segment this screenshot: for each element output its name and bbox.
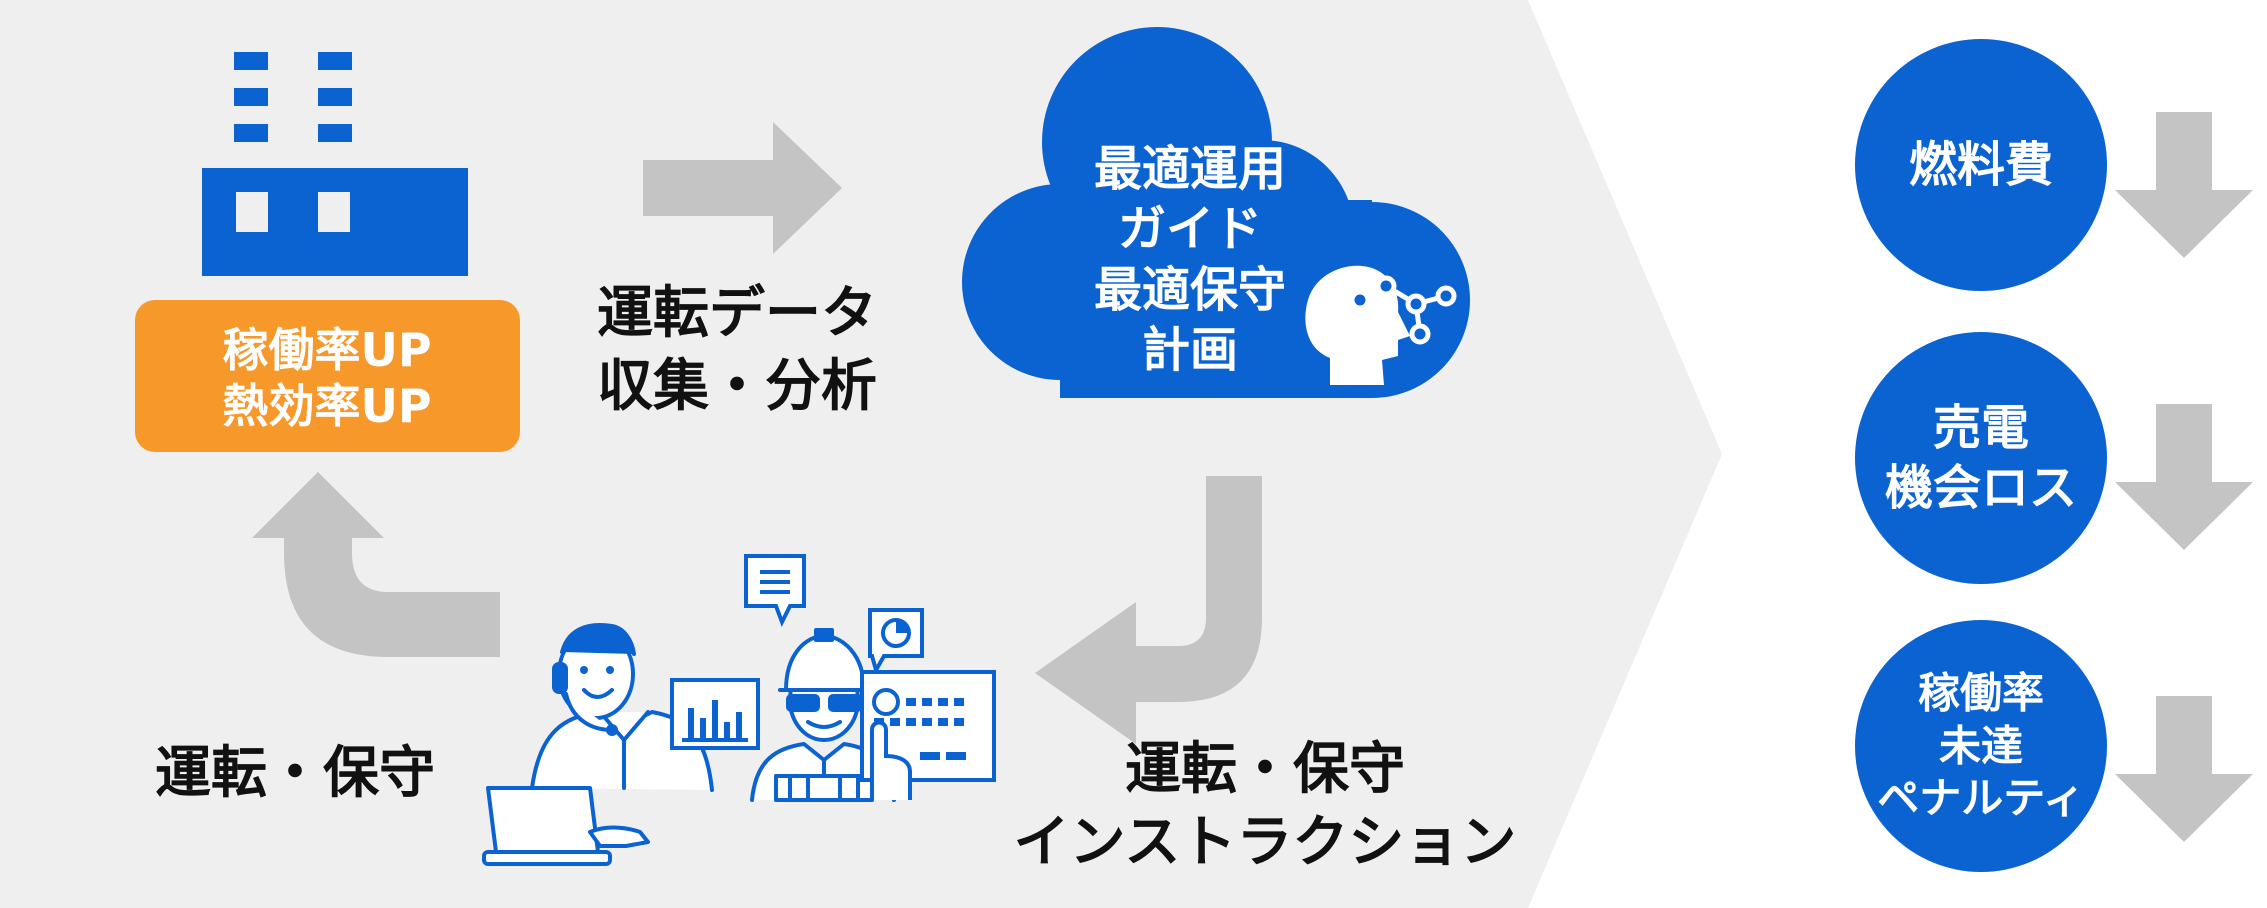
data-collection-line1: 運転データ (597, 281, 877, 346)
ai-head-icon (1305, 265, 1457, 385)
pie-chart-bubble-icon (868, 608, 924, 676)
operation-label: 運転・保守 (155, 741, 435, 806)
outcome-line: 機会ロス (1884, 460, 2078, 516)
right-arrow-icon (643, 122, 842, 254)
outcome-availability-penalty-text: 稼働率 未達 ペナルティ (1877, 667, 2084, 825)
curved-up-arrow-icon (252, 472, 500, 657)
outcome-power-sales-loss (1855, 332, 2253, 584)
instruction-line2: インストラクション (1013, 809, 1517, 875)
efficiency-badge (135, 300, 520, 452)
outcome-fuel-cost (1855, 39, 2253, 291)
down-arrow-icon (2115, 404, 2253, 550)
outcome-line: 燃料費 (1908, 137, 2054, 193)
engineer-helmet-icon (750, 628, 896, 802)
outcome-line: 未達 (1938, 720, 2024, 770)
down-arrow-icon (2115, 696, 2253, 842)
factory-icon (202, 52, 468, 276)
down-arrow-icon (2115, 112, 2253, 258)
cloud-line4: 計画 (1141, 322, 1239, 379)
control-panel-icon (860, 670, 996, 800)
badge-line-availability: 稼働率UP (222, 322, 432, 377)
data-collection-line2: 収集・分析 (597, 353, 877, 419)
dashboard-chart-icon (670, 678, 760, 750)
outcome-power-sales-loss-text: 売電 機会ロス (1885, 398, 2077, 518)
badge-line-thermal: 熱効率UP (222, 379, 432, 433)
outcome-availability-penalty (1855, 620, 2253, 872)
outcome-line: 売電 (1932, 400, 2030, 456)
cloud-line1: 最適運用 (1093, 141, 1287, 198)
instruction-line1: 運転・保守 (1125, 737, 1405, 802)
outcome-line: 稼働率 (1917, 668, 2045, 718)
outcome-line: ペナルティ (1877, 773, 2085, 823)
data-collection-label: 運転データ 収集・分析 (562, 278, 912, 424)
efficiency-badge-text: 稼働率UP 熱効率UP (222, 322, 431, 434)
operator-headset-icon (482, 623, 714, 866)
outcome-fuel-cost-text: 燃料費 (1909, 135, 2053, 195)
cloud-text: 最適運用 ガイド 最適保守 計画 (1094, 139, 1286, 381)
chat-bubble-icon (744, 554, 806, 627)
instruction-label: 運転・保守 インストラクション (985, 734, 1545, 880)
curved-return-arrow-icon (1035, 476, 1262, 744)
cloud-line3: 最適保守 (1093, 262, 1287, 318)
cloud-line2: ガイド (1117, 201, 1263, 258)
